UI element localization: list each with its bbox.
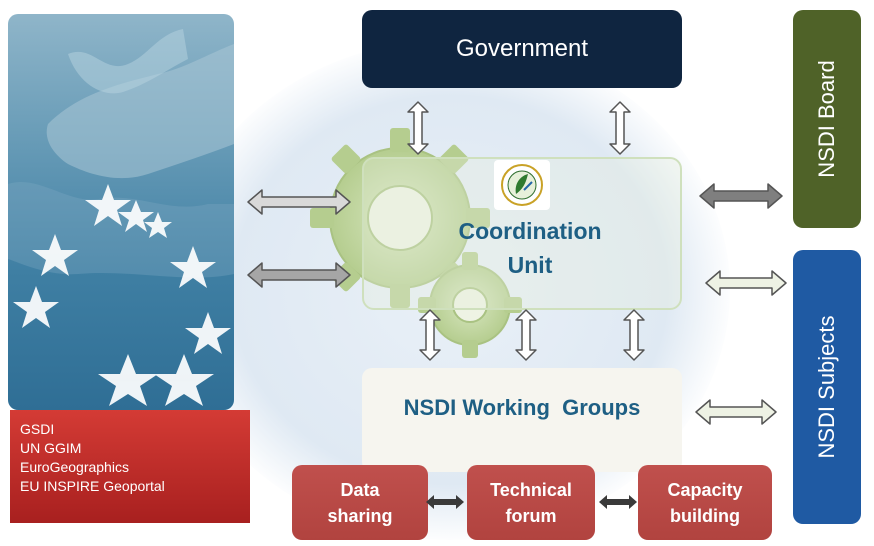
org-item-eurogeographics: EuroGeographics — [20, 459, 129, 475]
data-sharing-line-1: Data — [340, 479, 380, 500]
small-double-arrow-icon — [599, 495, 637, 509]
technical-forum-box: Technical forum — [467, 465, 595, 540]
small-double-arrow-icon — [426, 495, 464, 509]
government-box: Government — [362, 10, 682, 88]
logo-emblem-icon — [501, 164, 543, 206]
double-arrow-vertical-icon — [623, 309, 645, 361]
org-item-gsdi: GSDI — [20, 421, 55, 437]
double-arrow-horizontal-icon — [699, 183, 783, 209]
coordination-unit-line-1: Coordination — [458, 218, 602, 244]
technical-forum-line-2: forum — [505, 505, 557, 526]
europe-map-image — [8, 14, 234, 410]
coordination-unit-line-2: Unit — [507, 252, 553, 278]
capacity-building-line-1: Capacity — [667, 479, 743, 500]
working-groups-label: NSDI Working Groups — [403, 395, 641, 420]
double-arrow-horizontal-icon — [705, 270, 787, 296]
double-arrow-vertical-icon — [609, 101, 631, 155]
agency-logo — [494, 160, 550, 210]
double-arrow-vertical-icon — [407, 101, 429, 155]
double-arrow-horizontal-icon — [247, 262, 351, 288]
data-sharing-box: Data sharing — [292, 465, 428, 540]
org-item-un-ggim: UN GGIM — [20, 440, 82, 456]
nsdi-board-box: NSDI Board — [793, 10, 861, 228]
capacity-building-line-2: building — [670, 505, 740, 526]
double-arrow-vertical-icon — [515, 309, 537, 361]
technical-forum-line-1: Technical — [490, 479, 572, 500]
data-sharing-line-2: sharing — [327, 505, 393, 526]
double-arrow-horizontal-icon — [247, 189, 351, 215]
double-arrow-vertical-icon — [419, 309, 441, 361]
organizations-list: GSDI UN GGIM EuroGeographics EU INSPIRE … — [10, 410, 250, 523]
nsdi-subjects-box: NSDI Subjects — [793, 250, 861, 524]
eu-stars — [13, 184, 231, 406]
coordination-unit-label: Coordination Unit — [420, 214, 640, 282]
capacity-building-box: Capacity building — [638, 465, 772, 540]
map-illustration — [8, 29, 234, 406]
working-groups-box — [362, 368, 682, 472]
double-arrow-horizontal-icon — [695, 399, 777, 425]
government-label: Government — [455, 35, 589, 62]
org-item-eu-inspire: EU INSPIRE Geoportal — [20, 478, 165, 494]
